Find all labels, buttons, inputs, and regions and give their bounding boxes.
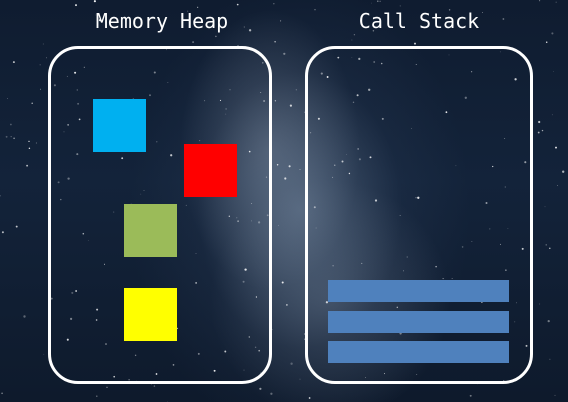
call-stack-title: Call Stack	[358, 9, 480, 33]
call-stack-panel	[305, 46, 533, 384]
memory-heap-panel	[48, 46, 272, 384]
stack-frame	[328, 280, 509, 302]
memory-heap-title: Memory Heap	[95, 9, 229, 33]
heap-object-red	[184, 144, 237, 197]
heap-object-blue	[93, 99, 146, 152]
stack-frame	[328, 311, 509, 333]
stack-frame	[328, 341, 509, 363]
heap-object-green	[124, 204, 177, 257]
heap-object-yellow	[124, 288, 177, 341]
